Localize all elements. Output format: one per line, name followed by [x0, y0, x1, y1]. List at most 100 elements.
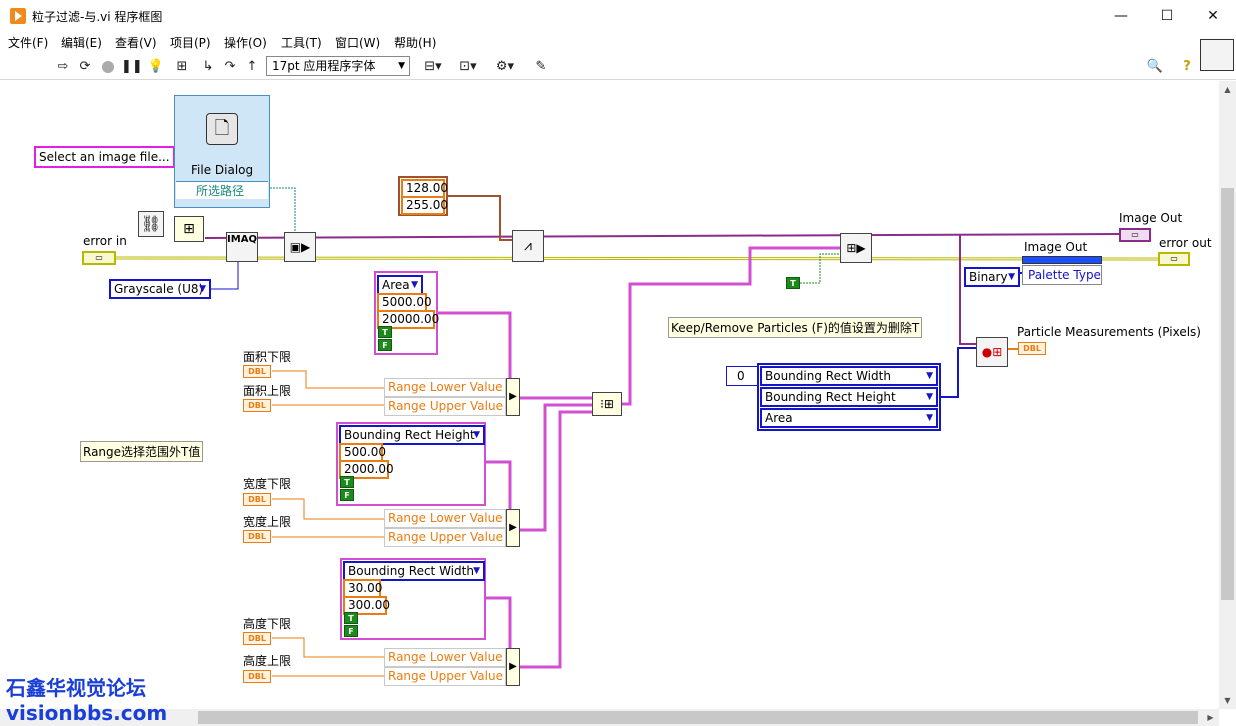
width-keep-false[interactable]: F	[344, 625, 358, 637]
chevron-down-icon: ▼	[926, 371, 933, 381]
binary-ring[interactable]: Binary▼	[964, 267, 1020, 287]
highlight-execution-icon[interactable]: 💡	[147, 59, 165, 74]
area-keep-false[interactable]: F	[378, 339, 392, 351]
menu-project[interactable]: 项目(P)	[170, 36, 211, 50]
height-bundle-node[interactable]: ▶	[506, 509, 520, 547]
help-icon[interactable]: ?	[1183, 59, 1191, 74]
height-range-upper-row[interactable]: Range Upper Value	[384, 528, 506, 547]
comment-keep-remove: Keep/Remove Particles (F)的值设置为删除T	[668, 317, 923, 338]
width-high-dbl-terminal[interactable]: DBL	[243, 530, 271, 543]
width-low-label: 宽度下限	[243, 477, 292, 491]
measurement-item-height-value: Bounding Rect Height	[765, 390, 896, 404]
imaq-particle-filter-vi[interactable]: ⊞▶	[840, 233, 872, 263]
area-range-lower-row[interactable]: Range Lower Value	[384, 378, 506, 397]
area-param-ring[interactable]: Area▼	[377, 275, 423, 295]
area-include-true[interactable]: T	[378, 326, 392, 338]
retain-wire-values-icon[interactable]: ⊞	[176, 59, 188, 74]
grayscale-ring[interactable]: Grayscale (U8)▼	[109, 279, 211, 299]
cleanup-icon[interactable]: ✎	[535, 59, 547, 74]
keep-remove-bool-constant[interactable]: T	[786, 277, 800, 289]
chevron-down-icon: ▼	[199, 284, 206, 294]
measurement-item-width[interactable]: Bounding Rect Width▼	[760, 366, 938, 386]
error-out-terminal[interactable]: ▭	[1158, 252, 1190, 266]
width-param-ring[interactable]: Bounding Rect Width▼	[343, 561, 485, 581]
measurement-item-area[interactable]: Area ▼	[760, 408, 938, 428]
width-bundle-node[interactable]: ▶	[506, 648, 520, 686]
comment-range: Range选择范围外T值	[80, 441, 204, 462]
height-param-ring[interactable]: Bounding Rect Height▼	[339, 425, 485, 445]
height-high-dbl-terminal[interactable]: DBL	[243, 670, 271, 683]
maximize-button[interactable]: ☐	[1160, 8, 1174, 24]
step-into-icon[interactable]: ↳	[202, 59, 214, 74]
area-bundle-node[interactable]: ▶	[506, 378, 520, 416]
scroll-up-icon[interactable]: ▲	[1224, 85, 1231, 94]
height-high-label: 高度上限	[243, 654, 292, 668]
file-dialog-output-terminal[interactable]: 所选路径	[176, 181, 268, 199]
image-out-terminal-1[interactable]: ▭	[1119, 228, 1151, 242]
horizontal-scroll-thumb[interactable]	[198, 711, 1198, 724]
imaq-label: IMAQ	[227, 234, 257, 245]
imaq-threshold-vi[interactable]: ⩘	[512, 230, 544, 262]
area-range-upper-row[interactable]: Range Upper Value	[384, 397, 506, 416]
chevron-down-icon: ▼	[1008, 272, 1015, 282]
minimize-button[interactable]: —	[1114, 8, 1128, 24]
distribute-icon[interactable]: ⊡▾	[459, 59, 477, 74]
close-button[interactable]: ✕	[1207, 8, 1219, 24]
menu-tools[interactable]: 工具(T)	[281, 36, 322, 50]
abort-icon[interactable]	[99, 58, 117, 76]
error-in-terminal[interactable]: ▭	[82, 251, 116, 265]
menu-window[interactable]: 窗口(W)	[335, 36, 381, 50]
imaq-create-vi[interactable]: IMAQ	[226, 232, 258, 262]
imaq-particle-analysis-vi[interactable]: ●⊞	[976, 337, 1008, 367]
width-low-dbl-terminal[interactable]: DBL	[243, 493, 271, 506]
array-index-display[interactable]: 0	[726, 366, 758, 386]
height-keep-false[interactable]: F	[340, 489, 354, 501]
vertical-scroll-thumb[interactable]	[1221, 188, 1234, 600]
palette-type-property[interactable]: Palette Type	[1022, 265, 1102, 285]
width-include-true[interactable]: T	[344, 612, 358, 624]
menu-edit[interactable]: 编辑(E)	[61, 36, 102, 50]
labview-app-icon	[10, 8, 26, 24]
menu-operate[interactable]: 操作(O)	[224, 36, 267, 50]
file-dialog-prompt-string[interactable]: Select an image file...	[34, 146, 175, 168]
vi-icon[interactable]	[1200, 39, 1234, 71]
image-name-icon[interactable]: ⊞	[174, 216, 204, 242]
height-include-true[interactable]: T	[340, 476, 354, 488]
width-high-constant[interactable]: 300.00	[343, 596, 390, 615]
chevron-down-icon: ▼	[926, 413, 933, 423]
menu-help[interactable]: 帮助(H)	[394, 36, 437, 50]
scroll-down-icon[interactable]: ▼	[1224, 696, 1231, 705]
menu-file[interactable]: 文件(F)	[8, 36, 49, 50]
width-range-lower-row[interactable]: Range Lower Value	[384, 648, 506, 667]
menu-view[interactable]: 查看(V)	[115, 36, 157, 50]
step-out-icon[interactable]: ↑	[246, 59, 258, 74]
search-icon[interactable]: 🔍	[1146, 59, 1164, 74]
window-title: 粒子过滤-与.vi 程序框图	[32, 10, 163, 24]
run-continuous-icon[interactable]: ⟳	[79, 59, 91, 74]
run-arrow-icon[interactable]: ⇨	[57, 59, 69, 74]
height-range-lower-row[interactable]: Range Lower Value	[384, 509, 506, 528]
reorder-icon[interactable]: ⚙▾	[495, 59, 515, 74]
font-select[interactable]: 17pt 应用程序字体▼	[266, 56, 410, 76]
measurement-item-area-value: Area	[765, 411, 793, 425]
area-low-dbl-terminal[interactable]: DBL	[243, 365, 271, 378]
scroll-right-icon[interactable]: ▶	[1207, 713, 1214, 722]
align-icon[interactable]: ⊟▾	[424, 59, 442, 74]
error-in-label: error in	[83, 234, 127, 248]
area-high-constant[interactable]: 20000.00	[377, 310, 439, 329]
imaq-readfile-vi[interactable]: ▣▶	[284, 232, 316, 262]
width-range-upper-row[interactable]: Range Upper Value	[384, 667, 506, 686]
threshold-high-constant[interactable]: 255.00	[401, 196, 448, 215]
title-bar	[0, 0, 1236, 32]
toolbar	[0, 54, 1236, 80]
link-icon[interactable]: ⛓	[138, 211, 164, 237]
build-array-node[interactable]: ⁝⊞	[592, 392, 622, 416]
area-high-dbl-terminal[interactable]: DBL	[243, 399, 271, 412]
height-low-dbl-terminal[interactable]: DBL	[243, 632, 271, 645]
image-out-label-1: Image Out	[1119, 211, 1183, 225]
particle-measurements-terminal[interactable]: DBL	[1018, 342, 1046, 355]
step-over-icon[interactable]: ↷	[224, 59, 236, 74]
measurement-item-height[interactable]: Bounding Rect Height▼	[760, 387, 938, 407]
pause-icon[interactable]: ❚❚	[121, 59, 143, 74]
height-high-constant[interactable]: 2000.00	[339, 460, 394, 479]
